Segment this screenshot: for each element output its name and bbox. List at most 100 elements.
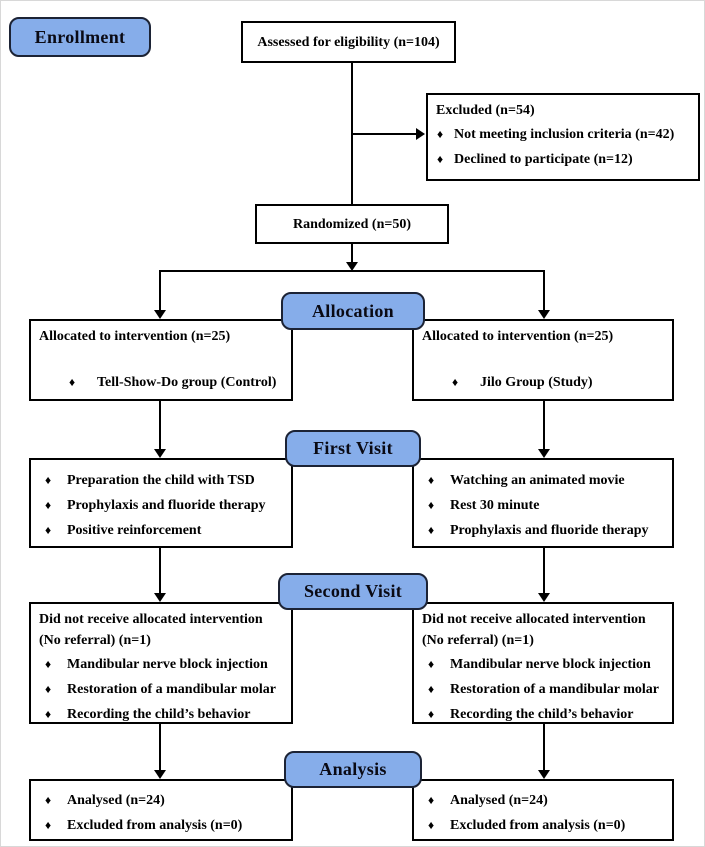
list-item-text: Preparation the child with TSD [67,473,255,488]
arrow-down-icon [538,449,550,458]
diamond-bullet-icon: ♦ [437,152,444,166]
diamond-bullet-icon: ♦ [45,473,52,487]
arrow-right-icon [416,128,425,140]
diamond-bullet-icon: ♦ [452,375,459,389]
list-item: ♦ Rest 30 minute [414,492,672,517]
diamond-bullet-icon: ♦ [45,818,52,832]
arrow-down-icon [538,310,550,319]
analysis-box-control: ♦ Analysed (n=24) ♦ Excluded from analys… [29,779,293,841]
list-item-text: Declined to participate (n=12) [454,152,633,167]
list-item: ♦ Excluded from analysis (n=0) [31,812,291,837]
line-split-to-alloc-left [159,272,161,311]
diamond-bullet-icon: ♦ [428,473,435,487]
list-item-text: Rest 30 minute [450,498,540,513]
line-alloc-to-visit1-left [159,401,161,450]
arrow-down-icon [346,262,358,271]
randomized-box: Randomized (n=50) [255,204,449,244]
list-item: ♦ Recording the child’s behavior [31,701,291,726]
line-branch-excluded [352,133,417,135]
line-randomized-to-split [351,244,353,264]
list-item: ♦ Jilo Group (Study) [414,369,672,394]
list-item: ♦ Tell-Show-Do group (Control) [31,369,291,394]
line-split-to-alloc-right [543,272,545,311]
first-visit-box-control: ♦ Preparation the child with TSD ♦ Proph… [29,458,293,548]
analysis-box-study: ♦ Analysed (n=24) ♦ Excluded from analys… [412,779,674,841]
list-item-text: Recording the child’s behavior [450,707,634,722]
list-item: ♦ Excluded from analysis (n=0) [414,812,672,837]
second-visit-box-control: Did not receive allocated intervention (… [29,602,293,724]
list-item: ♦ Prophylaxis and fluoride therapy [31,492,291,517]
diamond-bullet-icon: ♦ [437,127,444,141]
excluded-box: Excluded (n=54) ♦ Not meeting inclusion … [426,93,700,181]
list-item-text: Excluded from analysis (n=0) [450,818,626,833]
arrow-down-icon [154,449,166,458]
list-item: ♦ Prophylaxis and fluoride therapy [414,517,672,542]
diamond-bullet-icon: ♦ [45,793,52,807]
list-item-text: Recording the child’s behavior [67,707,251,722]
arrow-down-icon [538,770,550,779]
allocation-box-control: Allocated to intervention (n=25) ♦ Tell-… [29,319,293,401]
allocation-title: Allocated to intervention (n=25) [422,329,614,344]
diamond-bullet-icon: ♦ [428,707,435,721]
stage-label-first-visit: First Visit [285,430,421,467]
diamond-bullet-icon: ♦ [428,818,435,832]
list-item-text: Positive reinforcement [67,523,202,538]
line-visit1-to-visit2-left [159,548,161,594]
list-item-text: Excluded from analysis (n=0) [67,818,243,833]
list-item: ♦ Analysed (n=24) [414,787,672,812]
excluded-title: Excluded (n=54) [436,103,535,118]
randomized-text: Randomized (n=50) [292,216,412,232]
line-split-horizontal [159,270,545,272]
line-alloc-to-visit1-right [543,401,545,450]
list-item: ♦ Positive reinforcement [31,517,291,542]
diamond-bullet-icon: ♦ [428,523,435,537]
list-item-text: Prophylaxis and fluoride therapy [67,498,266,513]
list-item-text: Not meeting inclusion criteria (n=42) [454,127,675,142]
line-visit2-to-analysis-left [159,724,161,771]
diamond-bullet-icon: ♦ [428,498,435,512]
line-visit2-to-analysis-right [543,724,545,771]
list-item: ♦ Declined to participate (n=12) [428,146,698,171]
diamond-bullet-icon: ♦ [428,657,435,671]
arrow-down-icon [154,770,166,779]
diamond-bullet-icon: ♦ [45,707,52,721]
list-item: ♦ Preparation the child with TSD [31,467,291,492]
list-item-text: Tell-Show-Do group (Control) [97,375,277,390]
list-item: ♦ Mandibular nerve block injection [414,651,672,676]
assessed-eligibility-box: Assessed for eligibility (n=104) [241,21,456,63]
diamond-bullet-icon: ♦ [45,682,52,696]
stage-label-analysis: Analysis [284,751,422,788]
diamond-bullet-icon: ♦ [45,657,52,671]
list-item-text: Jilo Group (Study) [480,375,593,390]
list-item-text: Mandibular nerve block injection [450,657,651,672]
arrow-down-icon [154,310,166,319]
list-item-text: Prophylaxis and fluoride therapy [450,523,649,538]
arrow-down-icon [538,593,550,602]
list-item-text: Watching an animated movie [450,473,625,488]
list-item: ♦ Mandibular nerve block injection [31,651,291,676]
stage-label-second-visit: Second Visit [278,573,428,610]
diamond-bullet-icon: ♦ [69,375,76,389]
list-item: ♦ Watching an animated movie [414,467,672,492]
assessed-eligibility-text: Assessed for eligibility (n=104) [257,34,440,50]
list-item-text: Mandibular nerve block injection [67,657,268,672]
list-item: ♦ Restoration of a mandibular molar [414,676,672,701]
allocation-box-study: Allocated to intervention (n=25) ♦ Jilo … [412,319,674,401]
list-item-text: Restoration of a mandibular molar [67,682,276,697]
second-visit-box-study: Did not receive allocated intervention (… [412,602,674,724]
second-visit-title: Did not receive allocated intervention (… [422,612,646,648]
diamond-bullet-icon: ♦ [45,523,52,537]
arrow-down-icon [154,593,166,602]
diamond-bullet-icon: ♦ [45,498,52,512]
first-visit-box-study: ♦ Watching an animated movie ♦ Rest 30 m… [412,458,674,548]
allocation-title: Allocated to intervention (n=25) [39,329,231,344]
stage-label-allocation: Allocation [281,292,425,330]
list-item-text: Analysed (n=24) [67,793,165,808]
list-item: ♦ Restoration of a mandibular molar [31,676,291,701]
list-item: ♦ Recording the child’s behavior [414,701,672,726]
list-item: ♦ Analysed (n=24) [31,787,291,812]
line-visit1-to-visit2-right [543,548,545,594]
stage-label-enrollment: Enrollment [9,17,151,57]
list-item-text: Analysed (n=24) [450,793,548,808]
